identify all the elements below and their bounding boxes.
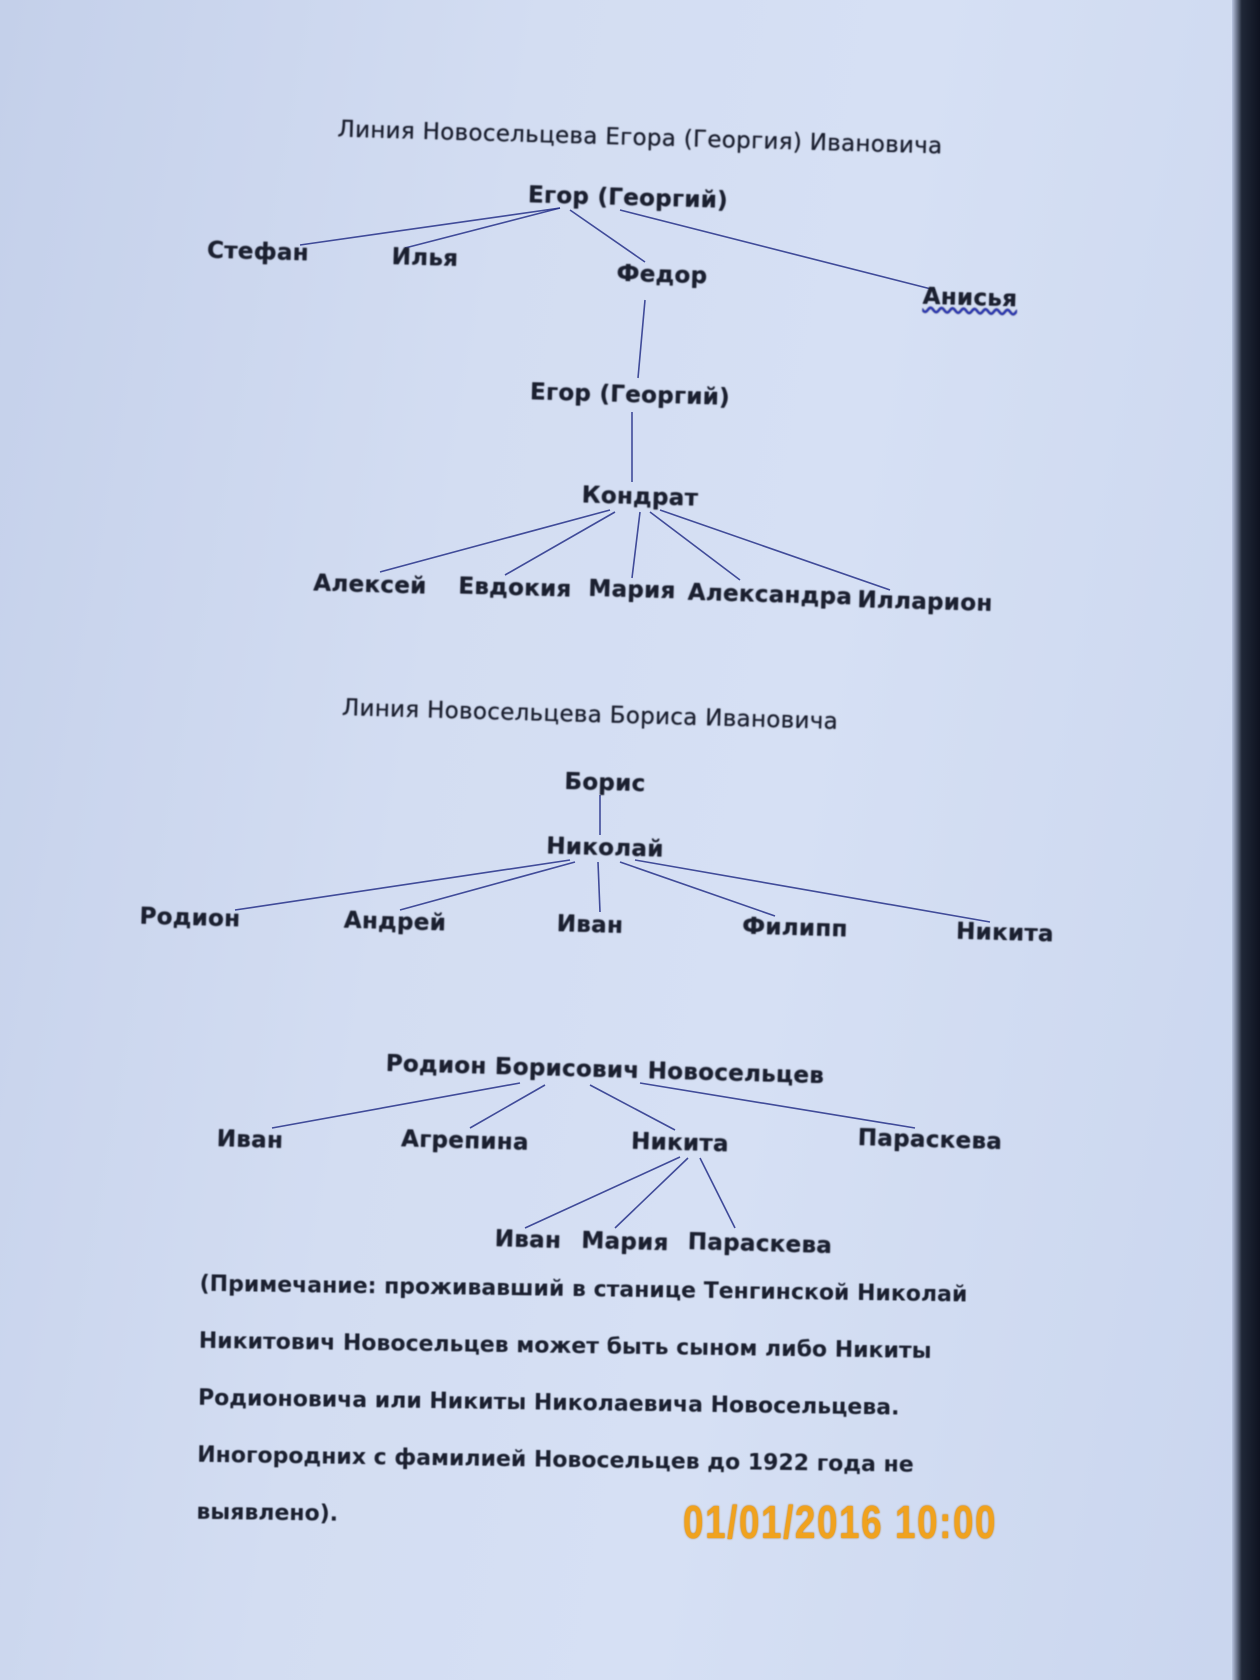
tree-line	[524, 1156, 681, 1229]
tree-line	[399, 861, 576, 911]
tree-line	[271, 1082, 521, 1129]
tree-node-ivan: Иван	[216, 1126, 284, 1154]
tree-node-nikita: Никита	[630, 1128, 730, 1158]
tree-line	[234, 859, 571, 911]
tree-node-andrei: Андрей	[343, 907, 447, 937]
tree-node-ilya: Илья	[391, 244, 459, 272]
page-edge-shadow	[1232, 0, 1260, 1680]
tree-line	[569, 209, 646, 263]
tree-node-rodion: Родион	[139, 903, 241, 933]
tree-line	[699, 1157, 736, 1229]
tree-node-egor-grandson: Егор (Георгий)	[529, 379, 731, 411]
tree-node-nikolai: Николай	[545, 833, 665, 863]
tree-line	[589, 1084, 676, 1131]
tree-line	[619, 861, 776, 917]
tree-line	[299, 207, 561, 246]
tree-line	[659, 509, 891, 591]
tree-line	[379, 509, 611, 573]
tree-node-illarion: Илларион	[857, 587, 993, 617]
tree-node-maria: Мария	[588, 575, 676, 605]
tree-node-paraskeva-grandchild: Параскева	[687, 1228, 833, 1260]
tree-node-paraskeva: Параскева	[857, 1124, 1003, 1156]
tree-node-maria-grandchild: Мария	[581, 1227, 669, 1257]
tree-node-ivan: Иван	[556, 911, 624, 939]
tree-line	[619, 209, 936, 291]
tree-line	[469, 1084, 546, 1129]
tree-node-aleksandra: Александра	[687, 579, 853, 611]
photo-timestamp: 01/01/2016 10:00	[683, 1496, 998, 1548]
tree-node-agrepina: Агрепина	[400, 1126, 530, 1156]
tree-node-kondrat: Кондрат	[581, 482, 699, 512]
tree-line	[597, 861, 601, 913]
tree-line	[614, 1157, 689, 1229]
tree-node-evdokia: Евдокия	[458, 573, 572, 603]
tree-line	[639, 1082, 916, 1129]
tree-line	[504, 511, 616, 576]
tree-line	[637, 299, 646, 379]
tree-line	[404, 207, 561, 249]
tree-line	[649, 511, 741, 581]
tree-node-stefan: Стефан	[206, 237, 310, 267]
tree-node-fedor: Федор	[616, 260, 708, 290]
tree-line	[634, 859, 991, 923]
tree-node-nikita: Никита	[955, 918, 1055, 948]
tree-line	[631, 511, 641, 579]
tree-node-aleksei: Алексей	[313, 570, 427, 600]
tree-node-anisya: Анисья	[922, 283, 1018, 313]
tree-node-ivan-grandchild: Иван	[494, 1226, 562, 1254]
tree-node-filipp: Филипп	[741, 913, 849, 943]
tree-node-egor-root: Егор (Георгий)	[527, 182, 729, 214]
tree-node-boris: Борис	[564, 768, 646, 798]
